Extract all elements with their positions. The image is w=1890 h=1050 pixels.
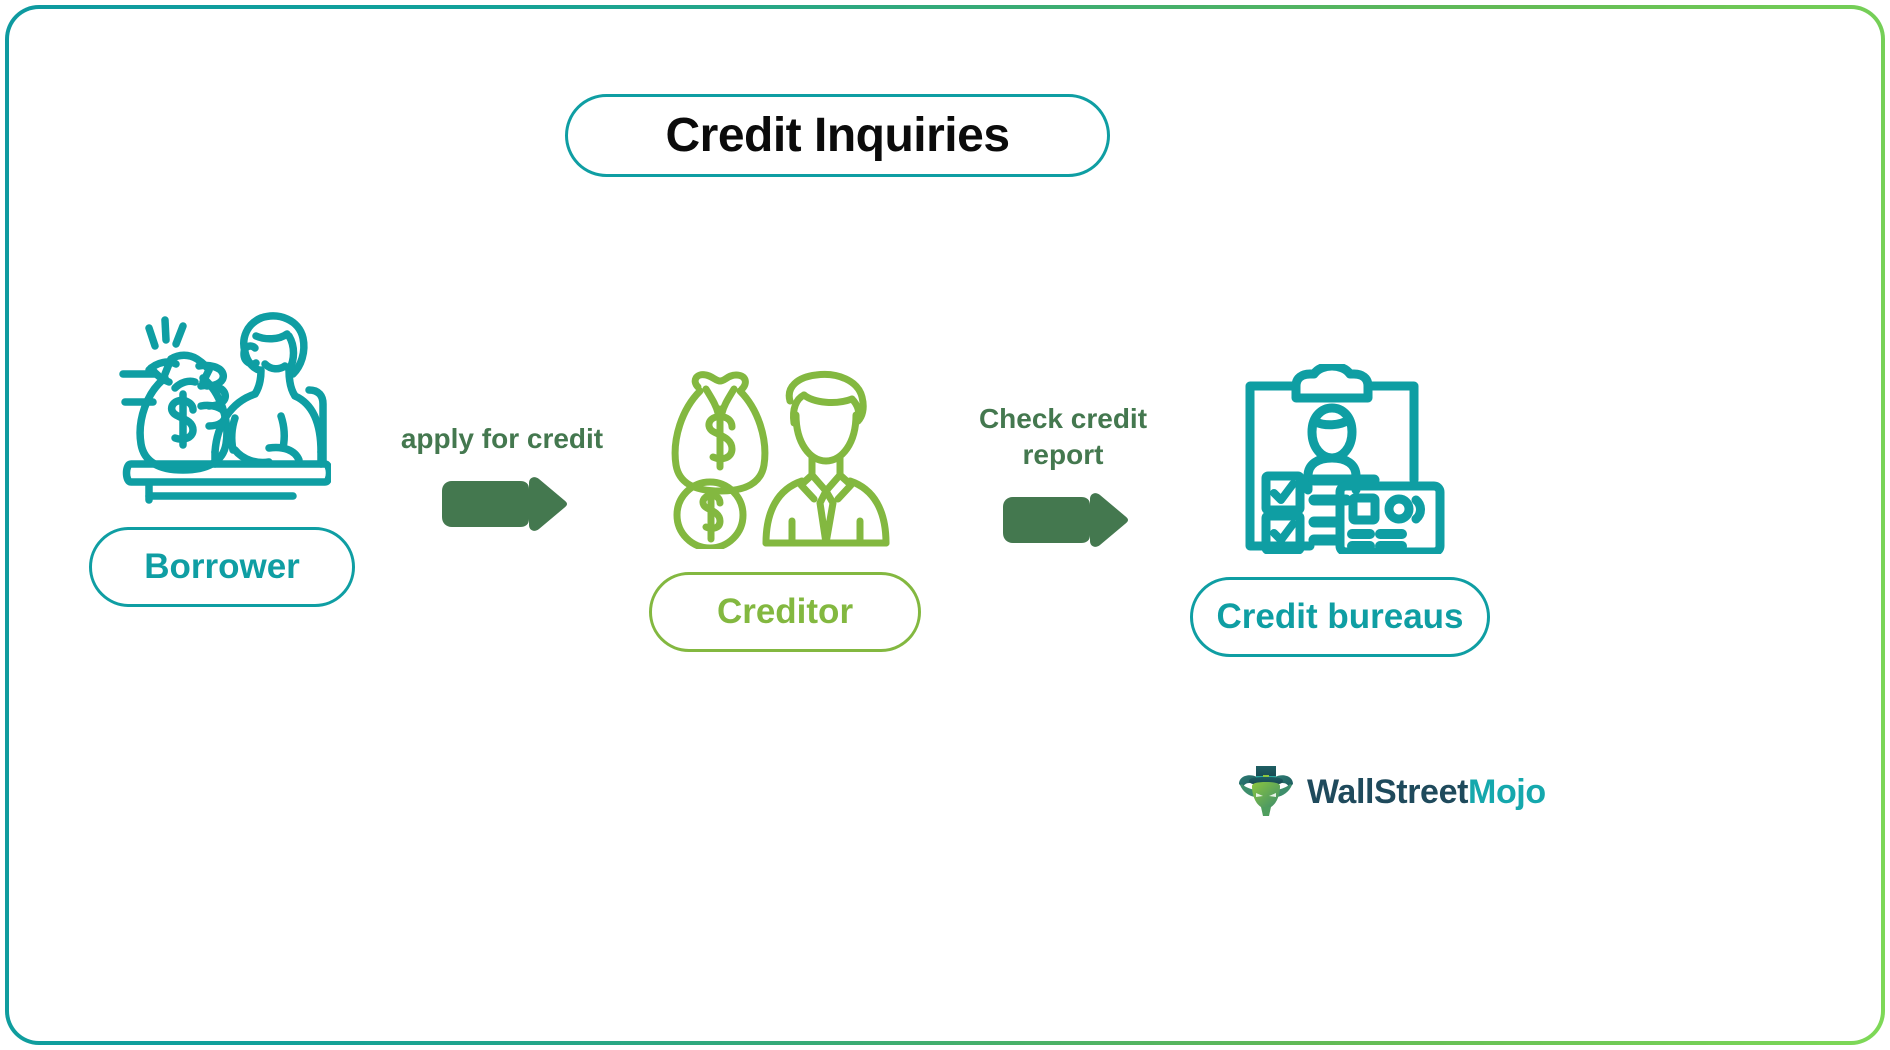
flow-node-label-borrower: Borrower [144,547,300,586]
flow-node-credit-bureaus: Credit bureaus [1190,361,1490,657]
flow-node-borrower: Borrower [89,304,355,607]
logo-wordmark: WallStreetMojo [1307,773,1546,812]
right-arrow-icon [436,473,568,540]
logo-word-wallstreet: WallStreet [1307,773,1469,811]
gradient-border-frame: Credit Inquiries [5,5,1885,1045]
money-bag-coin-businessman-icon [668,369,902,554]
flow-connector-label-check-credit-report: Check credit report [978,403,1148,470]
flow-node-label-pill-creditor: Creditor [649,572,921,652]
page-title-pill: Credit Inquiries [565,94,1110,177]
flow-node-label-pill-borrower: Borrower [89,527,355,607]
wallstreetmojo-logo: WallStreetMojo [1237,762,1546,823]
logo-word-mojo: Mojo [1468,773,1546,811]
wallstreetmojo-bull-mascot-icon [1237,762,1295,823]
flow-node-label-pill-credit-bureaus: Credit bureaus [1190,577,1490,657]
flow-node-label-credit-bureaus: Credit bureaus [1216,597,1464,636]
flow-connector-check-credit-report: Check credit report [949,401,1177,556]
person-at-desk-receiving-money-bag-icon [113,304,334,509]
right-arrow-icon [997,489,1129,556]
flow-node-creditor: Creditor [649,369,921,652]
flow-connector-label-apply-for-credit: apply for credit [400,423,604,454]
flow-node-label-creditor: Creditor [716,592,854,631]
page-title: Credit Inquiries [665,109,1010,162]
flow-connector-apply-for-credit: apply for credit [382,421,622,540]
frame-inner-surface: Credit Inquiries [9,9,1881,1041]
clipboard-profile-checklist-id-card-icon [1234,361,1446,559]
